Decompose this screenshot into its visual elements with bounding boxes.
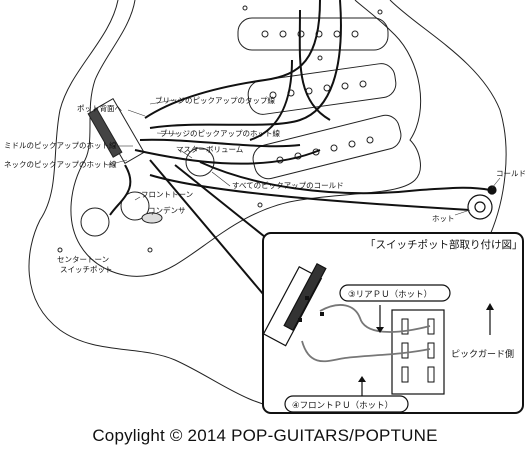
label-condenser: コンデンサ	[148, 205, 186, 215]
label-neck-hot: ネックのピックアップのホット線	[4, 159, 117, 169]
label-front-tone: フロントトーン	[141, 190, 193, 199]
inset-pickguard-side: ピックガード側	[451, 348, 514, 360]
label-center-tone-2: スイッチポット	[60, 265, 113, 274]
front-tone-pot	[120, 191, 150, 221]
label-master-volume: マスターボリューム	[176, 145, 243, 154]
middle-pickup	[247, 63, 397, 115]
label-hot: ホット	[432, 214, 455, 223]
label-center-tone-1: センタートーン	[57, 255, 109, 264]
inset-title: 「スイッチポット部取り付け図」	[365, 238, 523, 251]
label-cold: コールド	[496, 169, 526, 178]
label-middle-hot: ミドルのピックアップのホット線	[4, 140, 117, 150]
copyright-text: Copylight © 2014 POP-GUITARS/POPTUNE	[92, 426, 438, 445]
switch-pot-inset: 「スイッチポット部取り付け図」	[262, 232, 524, 414]
inset-front-pu: ④フロントＰＵ（ホット）	[292, 400, 393, 411]
label-switch-mount: ポット背面へ	[77, 103, 122, 113]
pickup-selector-switch	[87, 97, 145, 165]
label-all-cold: すべてのピックアップのコールド	[232, 181, 344, 190]
label-bridge-tap: ブリッジのピックアップのタップ線	[155, 95, 275, 105]
output-jack	[467, 185, 497, 220]
guitar-body-outline	[28, 0, 295, 411]
center-tone-pot	[80, 207, 110, 237]
bridge-pickup	[252, 114, 402, 180]
condenser	[141, 212, 163, 224]
guitar-body-upper-outline	[389, 0, 507, 236]
pickguard-outline	[70, 0, 422, 277]
label-bridge-hot: ブリッジのピックアップのホット線	[160, 128, 280, 138]
inset-rear-pu: ③リアＰＵ（ホット）	[348, 289, 432, 300]
